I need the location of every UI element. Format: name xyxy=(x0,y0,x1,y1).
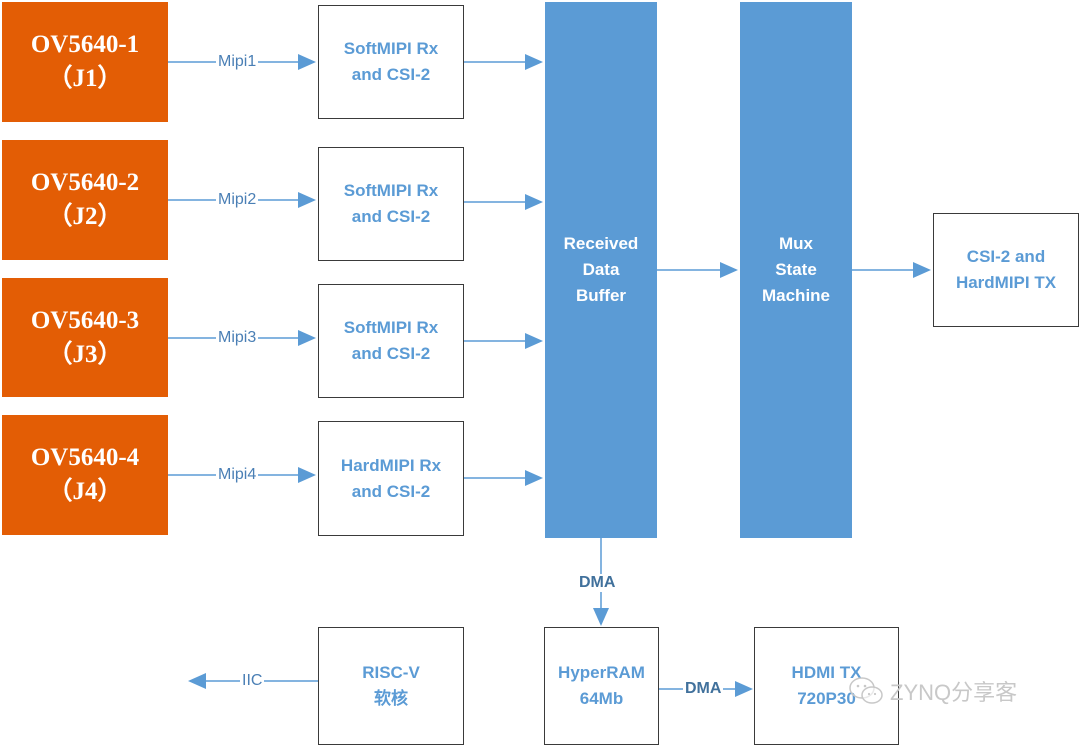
tx-label-2: HardMIPI TX xyxy=(955,273,1057,292)
watermark-text: ZYNQ分享客 xyxy=(890,680,1018,705)
hyperram-label-1: HyperRAM xyxy=(558,663,645,682)
buffer-label-2: Data xyxy=(582,260,620,279)
camera-port: （J4） xyxy=(47,478,123,505)
receiver-title: SoftMIPI Rx xyxy=(343,318,439,337)
camera-block-4: OV5640-4 （J4） xyxy=(2,415,168,535)
mux-label-2: State xyxy=(775,260,817,279)
hyperram-block: HyperRAM 64Mb xyxy=(544,627,659,745)
hdmi-label-1: HDMI TX xyxy=(791,663,862,682)
receiver-title: SoftMIPI Rx xyxy=(343,39,439,58)
receiver-block-1: SoftMIPI Rx and CSI-2 xyxy=(318,5,464,119)
mipi1-label: Mipi1 xyxy=(216,53,259,71)
receiver-title: SoftMIPI Rx xyxy=(343,181,439,200)
camera-port: （J2） xyxy=(47,203,123,230)
watermark: ZYNQ分享客 xyxy=(848,675,1017,707)
receiver-block-2: SoftMIPI Rx and CSI-2 xyxy=(318,147,464,261)
receiver-block-3: SoftMIPI Rx and CSI-2 xyxy=(318,284,464,398)
riscv-label-1: RISC-V xyxy=(362,663,420,682)
hdmi-tx-block: HDMI TX 720P30 xyxy=(754,627,899,745)
hyperram-label-2: 64Mb xyxy=(579,689,624,708)
receiver-title: HardMIPI Rx xyxy=(340,455,442,475)
iic-label: IIC xyxy=(240,672,265,690)
mux-label-3: Machine xyxy=(761,286,831,305)
received-data-buffer: Received Data Buffer xyxy=(545,2,657,538)
mux-state-machine: Mux State Machine xyxy=(740,2,852,538)
camera-port: （J3） xyxy=(47,340,123,368)
mux-label-1: Mux xyxy=(779,234,813,253)
camera-block-1: OV5640-1 （J1） xyxy=(2,2,168,122)
receiver-block-4: HardMIPI Rx and CSI-2 xyxy=(318,421,464,536)
receiver-subtitle: and CSI-2 xyxy=(351,207,431,226)
camera-name: OV5640-3 xyxy=(30,306,140,334)
dma-label-vertical: DMA xyxy=(577,574,618,592)
buffer-label-3: Buffer xyxy=(575,286,627,305)
mipi4-label: Mipi4 xyxy=(216,466,259,484)
receiver-subtitle: and CSI-2 xyxy=(351,344,431,363)
camera-name: OV5640-1 xyxy=(30,31,140,58)
hdmi-label-2: 720P30 xyxy=(797,689,856,708)
camera-name: OV5640-2 xyxy=(30,169,140,196)
camera-name: OV5640-4 xyxy=(30,444,140,471)
riscv-softcore: RISC-V 软核 xyxy=(318,627,464,745)
tx-label-1: CSI-2 and xyxy=(966,247,1046,266)
receiver-subtitle: and CSI-2 xyxy=(351,481,431,501)
riscv-label-2: 软核 xyxy=(374,689,408,708)
receiver-subtitle: and CSI-2 xyxy=(351,65,431,84)
camera-block-2: OV5640-2 （J2） xyxy=(2,140,168,260)
mipi3-label: Mipi3 xyxy=(216,329,259,347)
mipi2-label: Mipi2 xyxy=(216,191,259,209)
buffer-label-1: Received xyxy=(563,234,639,253)
camera-block-3: OV5640-3 （J3） xyxy=(2,278,168,397)
camera-port: （J1） xyxy=(47,65,123,92)
csi2-hardmipi-tx: CSI-2 and HardMIPI TX xyxy=(933,213,1079,327)
dma-label-horizontal: DMA xyxy=(683,680,724,698)
wechat-icon xyxy=(849,677,883,704)
